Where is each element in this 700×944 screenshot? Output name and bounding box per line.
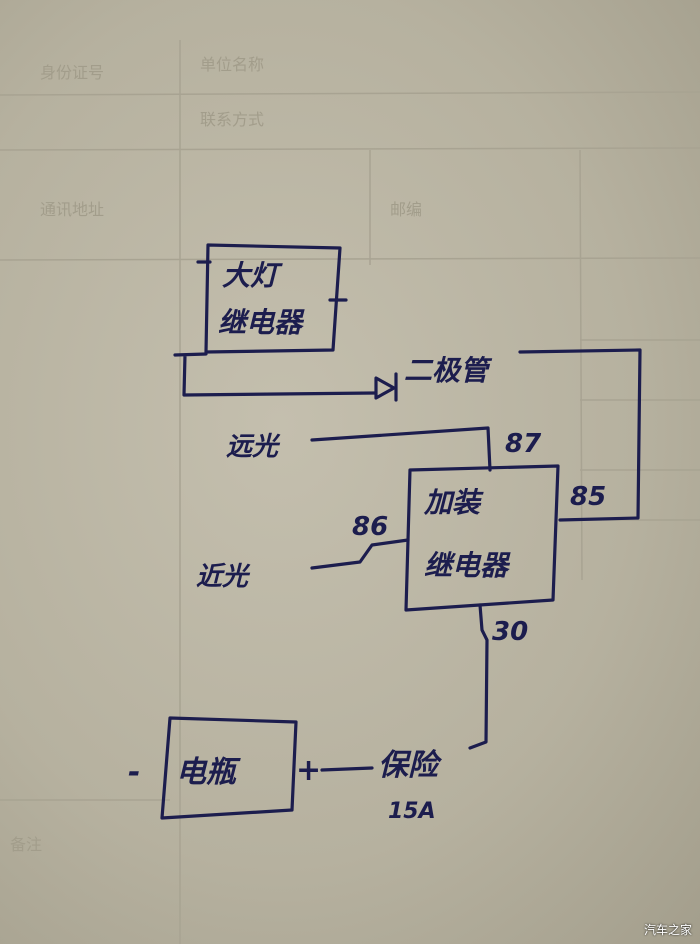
wire-diode-to-85 xyxy=(518,348,642,522)
form-ghost-text: 邮编 xyxy=(390,200,422,219)
battery-minus-label: - xyxy=(128,755,140,790)
battery-label: 电瓶 xyxy=(176,755,241,790)
diode-label: 二极管 xyxy=(404,354,493,387)
battery-box xyxy=(160,716,298,820)
wire-high-beam-to-87 xyxy=(310,426,492,472)
fuse-label: 保险 xyxy=(378,748,443,783)
high-beam-label: 远光 xyxy=(226,432,281,462)
fuse-rating-label: 15A xyxy=(388,799,436,824)
pin-85-label: 85 xyxy=(570,482,606,512)
form-ghost-text: 单位名称 xyxy=(200,55,264,74)
diode-icon xyxy=(374,372,398,402)
added-relay-label-2: 继电器 xyxy=(424,549,511,582)
added-relay-box xyxy=(404,464,560,612)
headlight-relay-label-1: 大灯 xyxy=(222,259,283,292)
pin-30-label: 30 xyxy=(492,617,528,647)
pin-86-label: 86 xyxy=(352,512,388,542)
low-beam-label: 近光 xyxy=(196,562,251,592)
battery-plus-label: + xyxy=(296,753,321,788)
wire-low-beam-to-86 xyxy=(310,538,410,570)
wire-30-to-fuse xyxy=(468,603,489,750)
wire-relay-to-diode xyxy=(173,352,377,397)
form-ghost-text: 联系方式 xyxy=(200,110,264,129)
form-ghost-text: 备注 xyxy=(10,835,42,854)
headlight-relay-label-2: 继电器 xyxy=(218,306,305,339)
added-relay-label-1: 加装 xyxy=(423,486,484,519)
relay-terminal-stub xyxy=(196,260,348,302)
headlight-relay-box xyxy=(204,243,342,354)
wire-battery-to-fuse xyxy=(320,766,374,772)
form-ghost-text: 身份证号 xyxy=(40,63,104,82)
form-ghost-text: 通讯地址 xyxy=(40,200,104,219)
pin-87-label: 87 xyxy=(505,429,542,459)
watermark: 汽车之家 xyxy=(643,923,692,937)
